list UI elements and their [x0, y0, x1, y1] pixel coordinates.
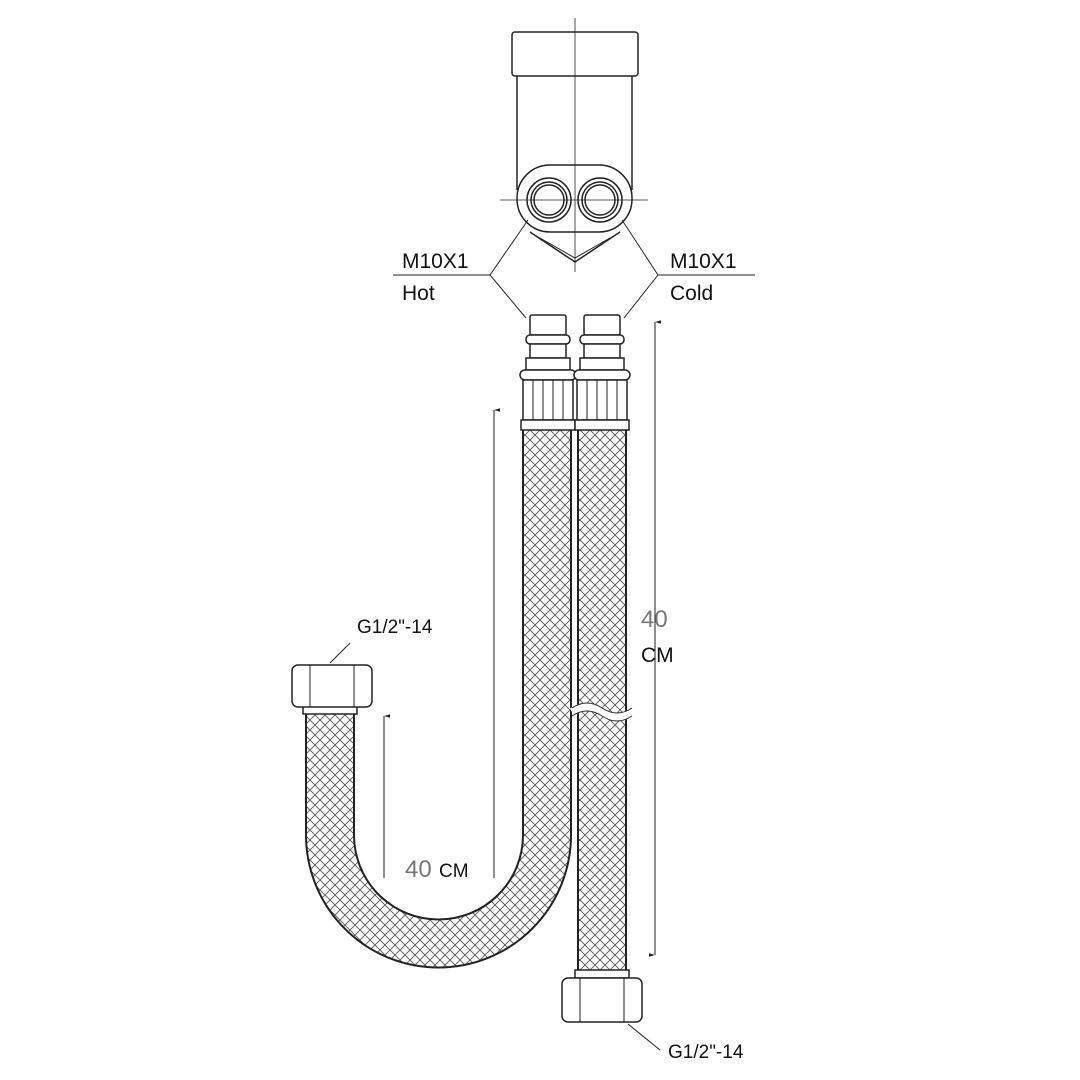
right-nut-thread-label: G1/2"-14: [668, 1042, 744, 1063]
cold-fitting: [573, 314, 631, 431]
long-length-unit: CM: [641, 644, 674, 667]
hot-label: Hot: [402, 282, 435, 305]
mixer-body: [500, 18, 648, 272]
dimension-lines: [329, 320, 661, 1051]
right-nut: [561, 969, 643, 1023]
bent-length-value: 40: [405, 856, 432, 883]
cold-label: Cold: [670, 282, 714, 305]
left-nut: [291, 664, 373, 715]
left-nut-thread-label: G1/2"-14: [357, 617, 433, 638]
braided-hoses: [305, 430, 635, 970]
hot-thread-label: M10X1: [402, 250, 469, 273]
hot-fitting: [519, 314, 577, 431]
bent-length-unit: CM: [439, 861, 469, 882]
thread-leaders: [393, 219, 755, 319]
cold-thread-label: M10X1: [670, 250, 737, 273]
long-length-value: 40: [641, 606, 668, 633]
